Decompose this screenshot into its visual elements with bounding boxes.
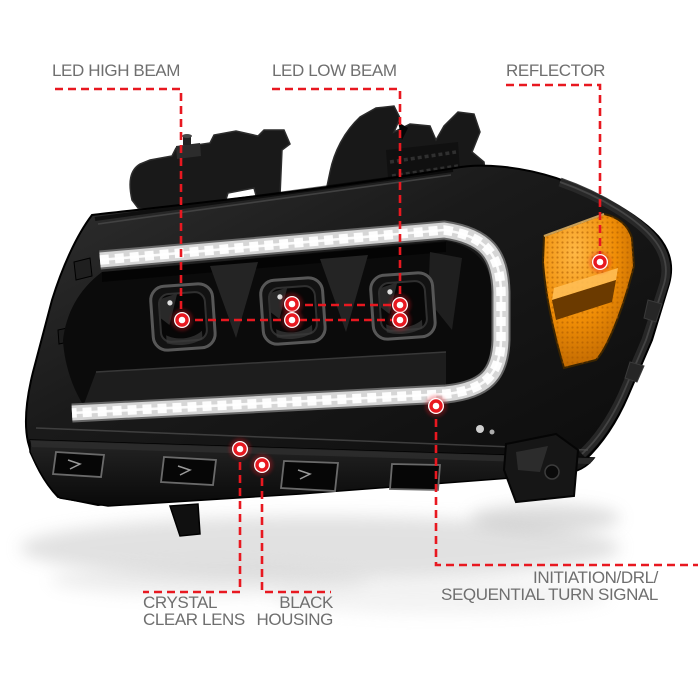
- initiation-drl-line2: SEQUENTIAL TURN SIGNAL: [441, 585, 658, 604]
- callout-dot-high-beam-mid: [281, 309, 303, 331]
- callout-label-black-housing: BLACK HOUSING: [200, 594, 333, 628]
- lower-trim: [29, 425, 596, 537]
- black-housing-line1: BLACK: [279, 593, 333, 612]
- leader-line-led-high-beam: [55, 87, 183, 320]
- callout-label-crystal-clear-lens: CRYSTAL CLEAR LENS: [143, 594, 245, 628]
- callout-label-initiation-drl: INITIATION/DRL/ SEQUENTIAL TURN SIGNAL: [400, 569, 658, 603]
- mounting-bracket-left: [129, 129, 291, 213]
- callout-label-led-low-beam: LED LOW BEAM: [272, 61, 397, 80]
- leader-line-reflector: [506, 83, 602, 262]
- leader-line-crystal-lens: [143, 449, 242, 594]
- mounting-foot: [502, 432, 580, 504]
- leader-line-led-low-beam: [272, 87, 402, 305]
- crystal-clear-lens-line1: CRYSTAL: [143, 593, 218, 612]
- black-housing-line2: HOUSING: [256, 610, 333, 629]
- callout-label-reflector: REFLECTOR: [506, 61, 606, 80]
- initiation-drl-line1: INITIATION/DRL/: [533, 568, 658, 587]
- leader-line-drl: [434, 406, 698, 567]
- callout-dot-drl: [425, 395, 447, 417]
- callout-dot-black-housing: [251, 454, 273, 476]
- callout-dot-high-beam-left: [171, 309, 193, 331]
- ground-shadow: [20, 504, 620, 614]
- crystal-clear-lens-line2: CLEAR LENS: [143, 610, 245, 629]
- callout-dot-reflector: [589, 251, 611, 273]
- drl-light-bar: [71, 220, 511, 423]
- callout-dot-high-beam-right: [389, 309, 411, 331]
- leader-line-black-housing: [260, 465, 331, 594]
- callout-label-led-high-beam: LED HIGH BEAM: [52, 61, 180, 80]
- amber-reflector: [541, 212, 636, 370]
- callout-dot-crystal-lens: [229, 438, 251, 460]
